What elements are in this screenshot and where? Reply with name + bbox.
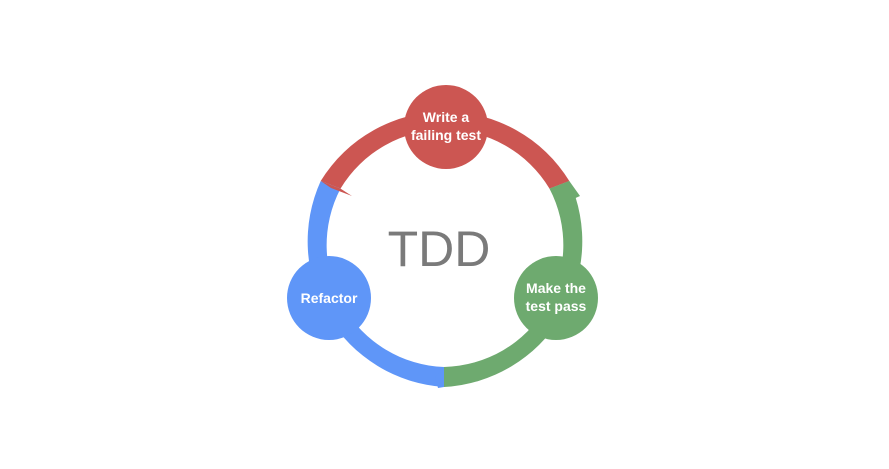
write-failing-test-arc <box>320 111 570 189</box>
refactor-arc <box>307 181 444 387</box>
make-pass-arrowhead <box>435 367 444 388</box>
refactor-arrowhead <box>320 181 352 196</box>
write-test-arrowhead <box>549 181 580 205</box>
refactor-node <box>287 256 371 340</box>
write-failing-test-label-line2: failing test <box>411 127 481 143</box>
center-title: TDD <box>388 221 491 277</box>
make-test-pass-node <box>514 256 598 340</box>
make-test-pass-label-line1: Make the <box>526 280 586 296</box>
write-failing-test-label-line1: Write a <box>423 109 470 125</box>
refactor-label: Refactor <box>301 290 358 306</box>
write-failing-test-node <box>404 85 488 169</box>
make-test-pass-label-line2: test pass <box>526 298 587 314</box>
